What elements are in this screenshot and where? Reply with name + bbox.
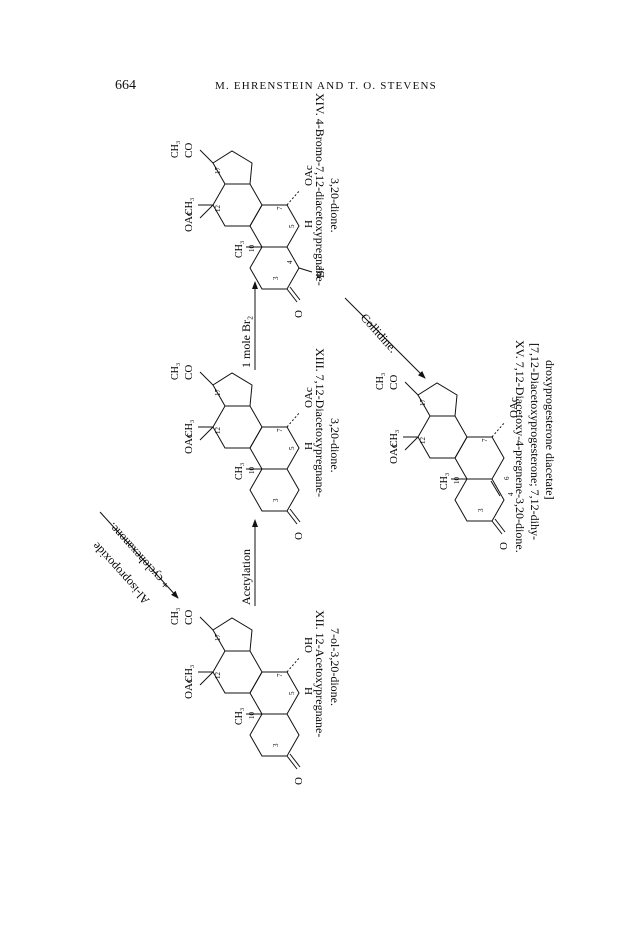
locant-3: 3 [272,743,280,747]
locant-7: 7 [481,438,489,442]
label-ch3: CH₃ [170,363,181,380]
label-o: O [293,532,305,540]
label-ch3: CH₃ [439,473,450,490]
label-h: H [303,220,315,228]
label-oac: OAc [303,387,315,408]
label-o: O [293,777,305,785]
caption-XIII-line2: 3,20-dione. [328,418,342,473]
label-oac: OAc [508,397,520,418]
arrow-oppenauer [99,511,179,599]
caption-XII-line1: XII. 12-Acetoxypregnane- [313,610,327,737]
locant-17: 17 [214,389,222,397]
caption-XV-line2: [7,12-Diacetoxyprogesterone; 7,12-dihy- [528,343,542,540]
locant-10: 10 [248,712,256,720]
locant-6: 6 [503,476,511,480]
running-head: M. EHRENSTEIN AND T. O. STEVENS [215,80,437,92]
caption-XIV-line1: XIV. 4-Bromo-7,12-diacetoxypregnane- [313,93,327,286]
label-co: CO [183,610,195,625]
locant-17: 17 [419,399,427,407]
locant-4: 4 [286,260,294,264]
caption-XV-line1: XV. 7,12-Diacetoxy-4-pregnene-3,20-dione… [513,340,527,553]
label-co: CO [183,365,195,380]
caption-XII-line2: 7-ol-3,20-dione. [328,628,342,706]
label-ch3: CH₃ [375,373,386,390]
structure-XIV: O Br OAc H CH₃ OAc CH₃ CO CH₃ 3 4 10 5 7… [170,141,327,318]
label-h: H [303,442,315,450]
label-co: CO [388,375,400,390]
label-oac: OAc [183,678,195,699]
locant-7: 7 [276,428,284,432]
locant-5: 5 [288,691,296,695]
label-ch3: CH₃ [234,463,245,480]
label-ch3: CH₃ [184,198,195,215]
label-ch3: CH₃ [234,708,245,725]
label-ch3: CH₃ [170,608,181,625]
locant-5: 5 [288,446,296,450]
arrow-collidine [344,297,426,379]
label-oh: OH [303,637,315,653]
reagent-collidine: Collidine. [358,311,400,356]
label-ch3: CH₃ [170,141,181,158]
structure-XII: O OH H CH₃ OAc CH₃ CO CH₃ 3 10 5 7 12 17 [170,608,315,785]
label-o: O [293,310,305,318]
reagent-oppenauer-1: Al-isopropoxide [89,540,152,608]
reagent-oppenauer-2: + cyclohexanone. [105,520,172,592]
locant-7: 7 [276,673,284,677]
locant-17: 17 [214,634,222,642]
label-oac: OAc [183,433,195,454]
locant-5: 5 [288,224,296,228]
label-br: Br [315,267,327,278]
caption-XIII-line1: XIII. 7,12-Diacetoxypregnane- [313,348,327,497]
label-oac: OAc [183,211,195,232]
structure-XV: O OAc CH₃ OAc CH₃ CO CH₃ 3 4 6 10 7 12 1… [375,373,520,550]
locant-12: 12 [214,672,222,680]
caption-XV-line3: droxyprogesterone diacetate] [543,360,557,500]
label-h: H [303,687,315,695]
label-o: O [498,542,510,550]
label-oac: OAc [388,443,400,464]
locant-3: 3 [272,498,280,502]
label-ch3: CH₃ [184,420,195,437]
label-ch3: CH₃ [234,241,245,258]
locant-7: 7 [276,206,284,210]
label-ch3: CH₃ [389,430,400,447]
label-ch3: CH₃ [184,665,195,682]
locant-3: 3 [272,276,280,280]
label-oac: OAc [303,165,315,186]
locant-12: 12 [214,427,222,435]
page-header: 664 M. EHRENSTEIN AND T. O. STEVENS [0,78,629,98]
page-number: 664 [115,78,136,93]
locant-3: 3 [477,508,485,512]
locant-10: 10 [453,477,461,485]
locant-12: 12 [214,205,222,213]
reagent-acetylation: Acetylation [239,549,253,605]
structure-XIII: O OAc H CH₃ OAc CH₃ CO CH₃ 3 10 5 7 12 1… [170,363,315,540]
locant-12: 12 [419,437,427,445]
caption-XIV-line2: 3,20-dione. [328,178,342,233]
locant-17: 17 [214,167,222,175]
reagent-bromination: 1 mole Br₂ [239,316,253,368]
locant-10: 10 [248,245,256,253]
locant-10: 10 [248,467,256,475]
label-co: CO [183,143,195,158]
locant-4: 4 [507,492,515,496]
